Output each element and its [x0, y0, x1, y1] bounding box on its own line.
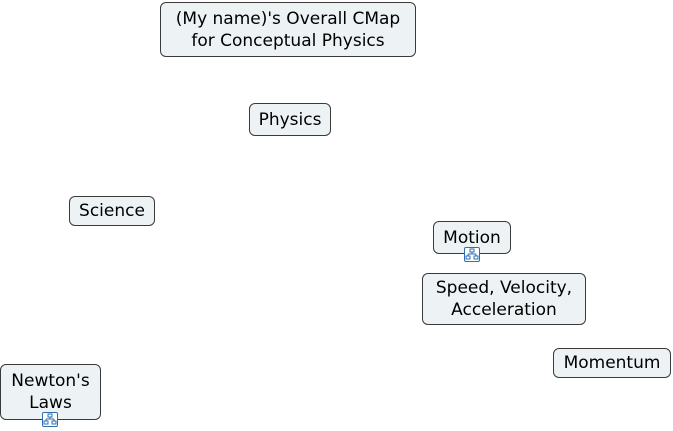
concept-newtons-laws[interactable]: Newton's Laws [0, 364, 101, 420]
newtons-laws-link-icon[interactable] [42, 412, 58, 427]
concept-physics[interactable]: Physics [249, 103, 331, 136]
concept-title[interactable]: (My name)'s Overall CMap for Conceptual … [160, 2, 416, 57]
concept-speed-velocity-acceleration[interactable]: Speed, Velocity, Acceleration [422, 273, 586, 325]
concept-momentum[interactable]: Momentum [553, 348, 671, 378]
motion-link-icon[interactable] [464, 247, 480, 262]
concept-science[interactable]: Science [69, 196, 155, 226]
